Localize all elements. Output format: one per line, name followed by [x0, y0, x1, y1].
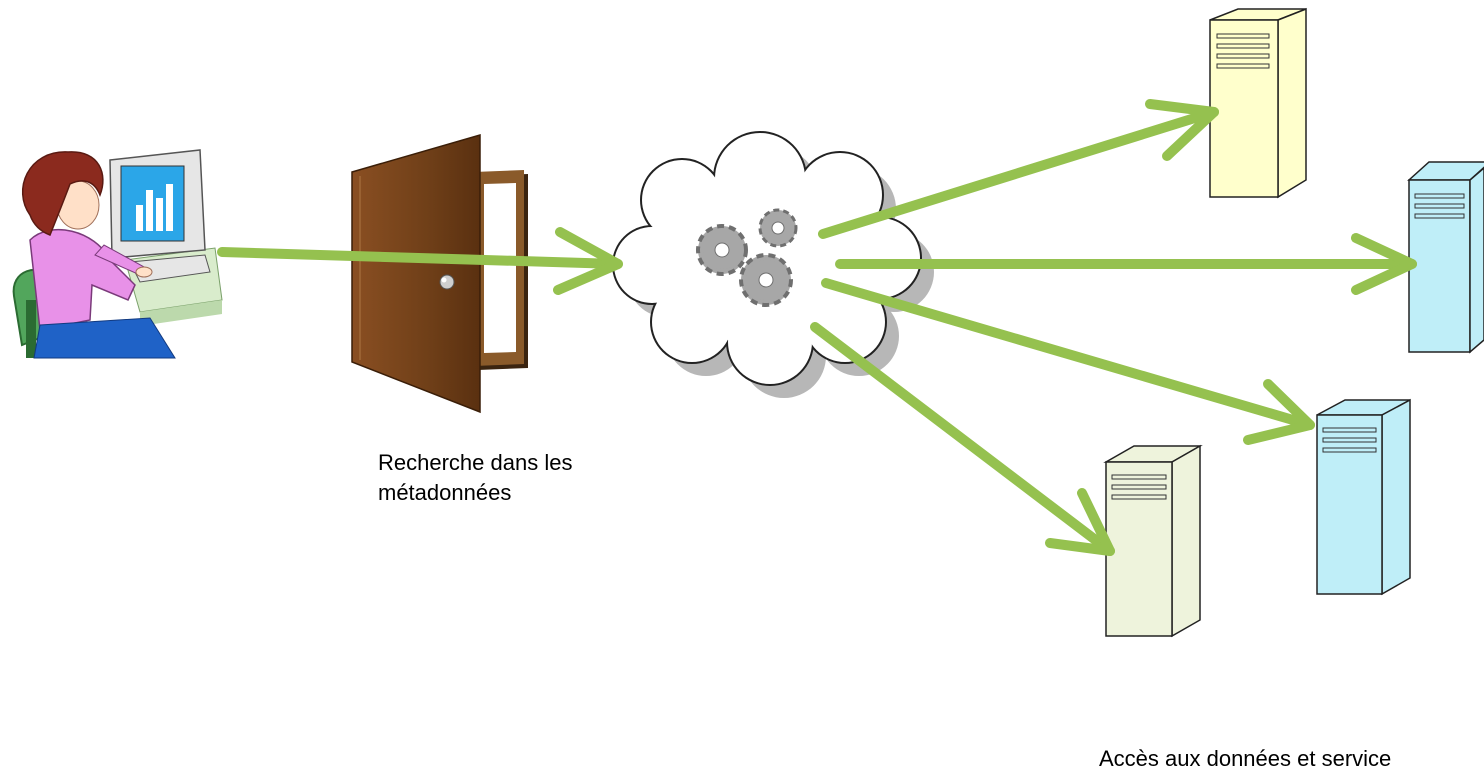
server-icon [1103, 444, 1203, 638]
data-services-access-caption: Accès aux données et service [1099, 746, 1392, 771]
server-icon [1407, 161, 1484, 354]
arrow-cloud-to-top-server [818, 99, 1219, 239]
search-metadata-caption: Recherche dans les métadonnées [378, 448, 572, 508]
person-at-computer-icon [12, 149, 223, 359]
arrow-cloud-to-middle-server [821, 278, 1315, 445]
arrow-cloud-to-bottom-server [810, 322, 1115, 556]
arrow-person-to-cloud [217, 227, 623, 295]
server-icon [1316, 398, 1411, 596]
arrow-cloud-to-right-server [835, 233, 1417, 295]
server-icon [1209, 7, 1307, 199]
search-caption-line-1: Recherche dans les [378, 450, 573, 475]
search-caption-line-2: métadonnées [378, 480, 512, 505]
door-icon [351, 134, 528, 414]
cloud-icon [612, 131, 934, 398]
gears-icon [696, 208, 798, 307]
